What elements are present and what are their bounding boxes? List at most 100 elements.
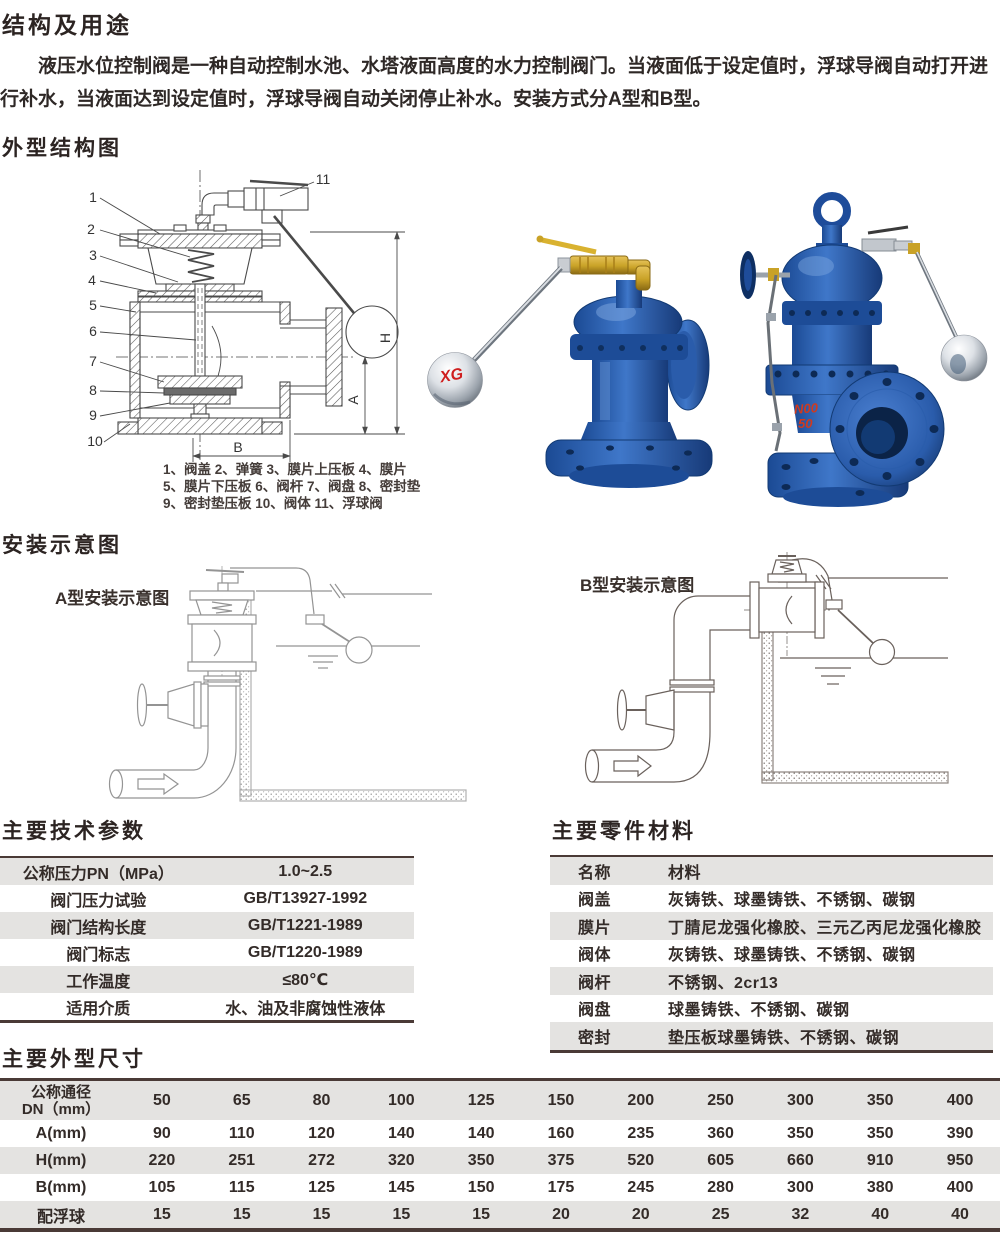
table-cell: 350 (787, 1124, 814, 1142)
table-cell: 220 (148, 1151, 176, 1169)
tank-wall-b (761, 621, 774, 781)
table-cell: 200 (627, 1091, 655, 1109)
table-cell: 不锈钢、2cr13 (668, 974, 779, 992)
table-cell: 910 (866, 1151, 894, 1169)
svg-text:7: 7 (89, 353, 97, 369)
table-cell: GB/T1220-1989 (247, 943, 363, 961)
table-cell: 245 (627, 1178, 655, 1196)
bonnet-flange-2 (782, 301, 882, 325)
table-cell: 360 (707, 1124, 734, 1142)
pipe-elbow-top (673, 595, 750, 680)
table-cell: 垫压板球墨铸铁、不锈钢、碳钢 (668, 1029, 900, 1047)
table-cell: 115 (228, 1178, 255, 1196)
table-cell: 251 (228, 1151, 256, 1169)
table-cell: 公称压力PN（MPa） (22, 865, 174, 883)
gate-valve-b (616, 689, 675, 731)
section-title-structure-purpose: 结构及用途 (2, 12, 132, 39)
table-cell: 20 (552, 1205, 570, 1223)
install-caption-b: B型安装示意图 (580, 576, 695, 595)
table-cell: 100 (387, 1091, 415, 1109)
dimension-letters: H A B (233, 333, 393, 455)
table-cell: 50 (153, 1091, 171, 1109)
table-cell: 65 (232, 1091, 251, 1109)
table-cell: 水、油及非腐蚀性液体 (225, 1000, 386, 1018)
table-cell: 公称通径 DN（mm） (21, 1083, 101, 1118)
table-cell: 120 (308, 1124, 335, 1142)
float-rod (272, 215, 360, 319)
table-cell: 140 (387, 1124, 415, 1142)
table-cell: 15 (472, 1205, 491, 1223)
table-cell: 阀盖 (578, 892, 612, 910)
valve-disc (157, 375, 243, 389)
svg-text:1: 1 (89, 189, 97, 205)
table-row: 适用介质水、油及非腐蚀性液体 (0, 993, 414, 1022)
pilot-tube (766, 274, 782, 452)
table-cell: 150 (547, 1091, 575, 1109)
table-row: 密封 垫压板球墨铸铁、不锈钢、碳钢 (550, 1022, 993, 1051)
brass-elbow (635, 265, 651, 291)
table-cell: 300 (787, 1091, 814, 1109)
table-cell: 380 (866, 1178, 894, 1196)
table-cell: 105 (148, 1178, 176, 1196)
table-cell: 球墨铸铁、不锈钢、碳钢 (668, 1002, 850, 1020)
spring (187, 249, 215, 283)
valve-body (129, 301, 343, 419)
table-cell: 配浮球 (36, 1208, 85, 1226)
table-cell: 300 (787, 1178, 814, 1196)
table-cell: 1.0~2.5 (278, 862, 333, 880)
table-cell: 名称 (578, 864, 612, 882)
table-cell: 400 (946, 1178, 974, 1196)
valve-cross-section-drawing: 1 2 3 4 5 6 7 8 9 10 11 H A B (87, 170, 405, 462)
svg-text:11: 11 (316, 171, 331, 187)
control-valve-schematic (187, 566, 257, 678)
table-cell: H(mm) (35, 1151, 87, 1169)
table-cell: 阀体 (578, 947, 612, 965)
svg-text:4: 4 (88, 272, 96, 288)
table-cell: 阀门结构长度 (50, 919, 147, 937)
seal-gasket (163, 387, 237, 396)
table-cell: 15 (232, 1205, 251, 1223)
lifting-eye-ring (813, 192, 851, 230)
table-cell: GB/T1221-1989 (247, 916, 363, 934)
svg-text:3: 3 (89, 247, 97, 263)
table-cell: A(mm) (35, 1124, 87, 1142)
table-cell: 272 (308, 1151, 335, 1169)
table-cell: 灰铸铁、球墨铸铁、不锈钢、碳钢 (668, 892, 916, 910)
table-cell: 15 (312, 1205, 331, 1223)
table-cell: 工作温度 (66, 973, 131, 991)
svg-text:9: 9 (89, 407, 97, 423)
table-cell: 660 (787, 1151, 814, 1169)
table-cell: 950 (946, 1151, 974, 1169)
table-cell: 灰铸铁、球墨铸铁、不锈钢、碳钢 (668, 947, 916, 965)
pilot-float-valve (195, 179, 309, 233)
table-cell: 密封 (578, 1029, 612, 1047)
section-title-installation: 安装示意图 (2, 532, 122, 557)
base-taper (580, 422, 678, 442)
product-photo-angle-valve: XG (427, 235, 713, 488)
table-cell: GB/T13927-1992 (243, 889, 368, 907)
pilot-valve-body (569, 255, 629, 275)
svg-text:A: A (345, 395, 361, 405)
table-row: 阀盖 灰铸铁、球墨铸铁、不锈钢、碳钢 (550, 885, 993, 913)
table-row: 名称材料 (550, 856, 993, 885)
valve-stem (194, 283, 206, 381)
flow-arrow (137, 772, 180, 796)
install-diagram-a (108, 566, 467, 802)
control-valve-schematic-b (744, 552, 830, 656)
table-cell: B(mm) (35, 1178, 87, 1196)
table-cell: 阀盘 (578, 1002, 612, 1020)
table-cell: 15 (392, 1205, 411, 1223)
callout-leaders (99, 181, 315, 443)
table-cell: 145 (387, 1178, 415, 1196)
table-cell: 40 (951, 1205, 969, 1223)
pilot-lever (541, 237, 597, 255)
svg-text:6: 6 (89, 323, 97, 339)
table-row: 阀盘 球墨铸铁、不锈钢、碳钢 (550, 995, 993, 1023)
